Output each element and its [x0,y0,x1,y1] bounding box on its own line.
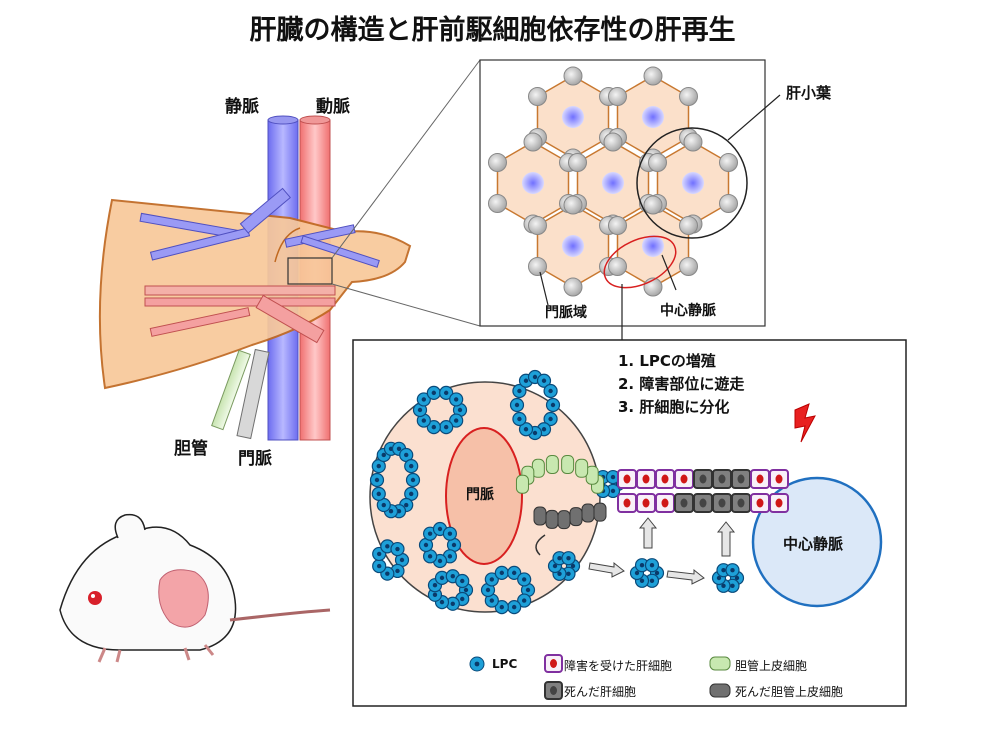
portal-triad-node [607,257,627,276]
central-vein-node [642,235,664,257]
central-vein-label: 中心静脈 [660,303,716,319]
detail-panel [352,339,907,707]
portal-triad-node [679,87,699,106]
portal-triad-node [527,87,547,106]
dead-bile-epithelial-cell [545,509,559,529]
legend-bile-epithelial: 胆管上皮細胞 [735,659,808,673]
detail-central-vein-label: 中心静脈 [783,535,844,553]
dead-bile-epithelial-cell [581,503,595,523]
central-vein-node [522,172,544,194]
portal-triad-node [683,132,703,152]
migration-arrow [666,568,705,585]
portal-vein-tube [236,348,270,440]
step-2: 2. 障害部位に遊走 [618,375,745,393]
lobule-label: 肝小葉 [786,84,832,102]
bile-epithelial-cell [561,454,575,474]
mouse-illustration [59,513,331,663]
bile-epithelial-cell-icon [709,656,731,671]
mouse-eye [88,591,102,605]
central-vein-node [602,172,624,194]
legend-dead-hepatocyte: 死んだ肝細胞 [564,685,637,699]
portal-triad-node [603,132,623,152]
figure-title: 肝臓の構造と肝前駆細胞依存性の肝再生 [249,15,736,46]
central-vein-node [642,106,664,128]
dead-bile-epithelial-cell [593,502,607,522]
portal-triad-node [563,66,583,86]
central-vein-node [562,235,584,257]
process-steps: 1. LPCの増殖 2. 障害部位に遊走 3. 肝細胞に分化 [618,350,744,419]
portal-vein-ellipse [445,427,523,565]
vein-label: 静脈 [225,97,259,117]
portal-triad-node [607,87,627,106]
portal-triad-node [643,195,663,215]
bile-duct-label: 胆管 [174,439,208,459]
legend-damaged-hepatocyte: 障害を受けた肝細胞 [564,659,673,673]
detail-portal-vein-label: 門脈 [466,487,494,503]
lobule-highlight-circle [636,127,748,239]
legend-dead-bile-epithelial: 死んだ胆管上皮細胞 [735,685,844,699]
bile-epithelial-cell [545,454,559,474]
bile-epithelial-cell [515,474,529,494]
differentiation-arrow [716,521,736,557]
portal-triad-node [527,257,547,276]
dead-bile-epithelial-cell [557,510,571,530]
lobule-panel [479,59,781,340]
central-vein-node [562,106,584,128]
portal-triad-node [719,153,739,172]
curved-arrow [535,534,546,556]
dead-bile-epithelial-cell [533,506,547,526]
bile-duct-tube [211,349,251,431]
portal-triad-node [487,194,507,213]
step-3: 3. 肝細胞に分化 [618,398,730,416]
portal-area-label: 門脈域 [545,305,587,321]
portal-triad-node [563,195,583,215]
portal-triad-node [607,216,627,235]
portal-triad-node [563,277,583,297]
portal-triad-node [643,66,663,86]
migration-arrow [588,561,625,578]
portal-triad-node [567,153,587,172]
dead-bile-epithelial-icon [709,683,731,698]
portal-triad-node [523,132,543,152]
portal-triad-node [647,153,667,172]
zoom-box [287,257,333,285]
legend-lpc: LPC [492,657,518,671]
differentiation-arrow [638,517,658,549]
bile-epithelial-cell [575,458,589,478]
step-1: 1. LPCの増殖 [618,352,716,370]
portal-triad-node [679,257,699,276]
portal-triad-node [679,216,699,235]
dead-bile-epithelial-cell [569,507,583,527]
portal-vein-label: 門脈 [238,449,272,469]
portal-area-highlight [603,235,677,289]
lightning-icon [794,403,816,443]
portal-triad-node [487,153,507,172]
central-vein-node [682,172,704,194]
artery-label: 動脈 [316,97,350,117]
liver-anatomy [98,59,481,441]
portal-triad-node [527,216,547,235]
portal-triad-node [719,194,739,213]
